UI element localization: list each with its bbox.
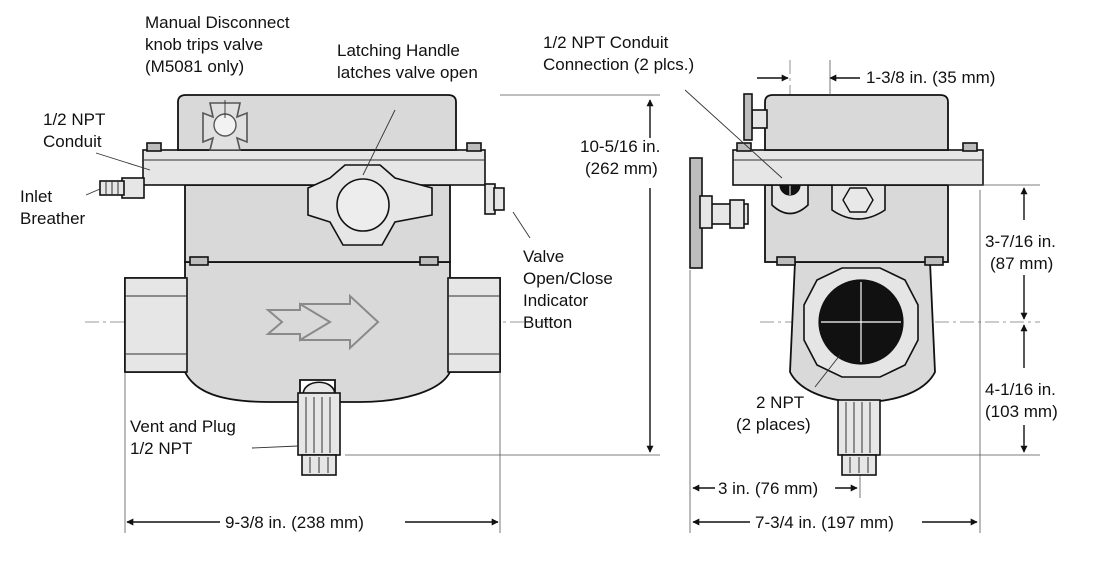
dim-upper-height-1: 3-7/16 in. [985, 232, 1056, 251]
vent-plug [297, 381, 341, 476]
front-inlet-port [124, 277, 188, 373]
side-disconnect-knob [743, 93, 768, 141]
latching-handle-label-2: latches valve open [337, 63, 478, 82]
side-conduit-boss [771, 184, 809, 215]
npt-conduit-label-2: Conduit [43, 132, 102, 151]
dim-lower-height-2: (103 mm) [985, 402, 1058, 421]
side-indicator-hex-icon [842, 187, 874, 213]
leader-indicator [512, 211, 531, 239]
valve-indicator-label-3: Indicator [523, 291, 589, 310]
latching-handle-hub [336, 178, 390, 232]
side-flange [732, 149, 984, 186]
manual-disconnect-label-3: (M5081 only) [145, 57, 244, 76]
manual-disconnect-label-2: knob trips valve [145, 35, 263, 54]
dim-upper-height-2: (87 mm) [990, 254, 1053, 273]
leader-vent-plug [251, 445, 299, 449]
flow-arrow-icon [265, 293, 380, 351]
inlet-breather-label-2: Breather [20, 209, 86, 228]
leader-npt-port [814, 354, 841, 388]
side-latching-handle [689, 157, 749, 269]
front-outlet-port [447, 277, 501, 373]
inlet-breather-label-1: Inlet [20, 187, 52, 206]
front-flange [142, 149, 486, 186]
leader-inlet-breather [85, 188, 101, 196]
npt-places-label-2: (2 places) [736, 415, 811, 434]
side-view [684, 60, 1040, 533]
side-cover [764, 94, 949, 151]
dim-height-total-2: (262 mm) [585, 159, 658, 178]
dim-height-total-1: 10-5/16 in. [580, 137, 660, 156]
valve-indicator-label-4: Button [523, 313, 572, 332]
inlet-breather [99, 177, 145, 199]
vent-plug-label-1: Vent and Plug [130, 417, 236, 436]
leader-conduit-connection [684, 89, 783, 179]
dim-width-front: 9-3/8 in. (238 mm) [225, 513, 364, 532]
npt-conduit-label-1: 1/2 NPT [43, 110, 105, 129]
leader-npt-conduit [95, 152, 151, 171]
dim-conduit-offset: 1-3/8 in. (35 mm) [866, 68, 995, 87]
manual-disconnect-label-1: Manual Disconnect [145, 13, 290, 32]
front-view [85, 94, 660, 533]
dim-center-offset: 3 in. (76 mm) [718, 479, 818, 498]
vent-plug-label-2: 1/2 NPT [130, 439, 192, 458]
conduit-connection-label-1: 1/2 NPT Conduit [543, 33, 669, 52]
valve-indicator-label-2: Open/Close [523, 269, 613, 288]
latching-handle-label-1: Latching Handle [337, 41, 460, 60]
indicator-button [484, 183, 505, 215]
dim-lower-height-1: 4-1/16 in. [985, 380, 1056, 399]
npt-places-label-1: 2 NPT [756, 393, 804, 412]
leader-latching-handle [362, 109, 396, 176]
dim-width-side: 7-3/4 in. (197 mm) [755, 513, 894, 532]
valve-indicator-label-1: Valve [523, 247, 564, 266]
side-vent-plug [837, 399, 881, 476]
conduit-connection-label-2: Connection (2 plcs.) [543, 55, 694, 74]
